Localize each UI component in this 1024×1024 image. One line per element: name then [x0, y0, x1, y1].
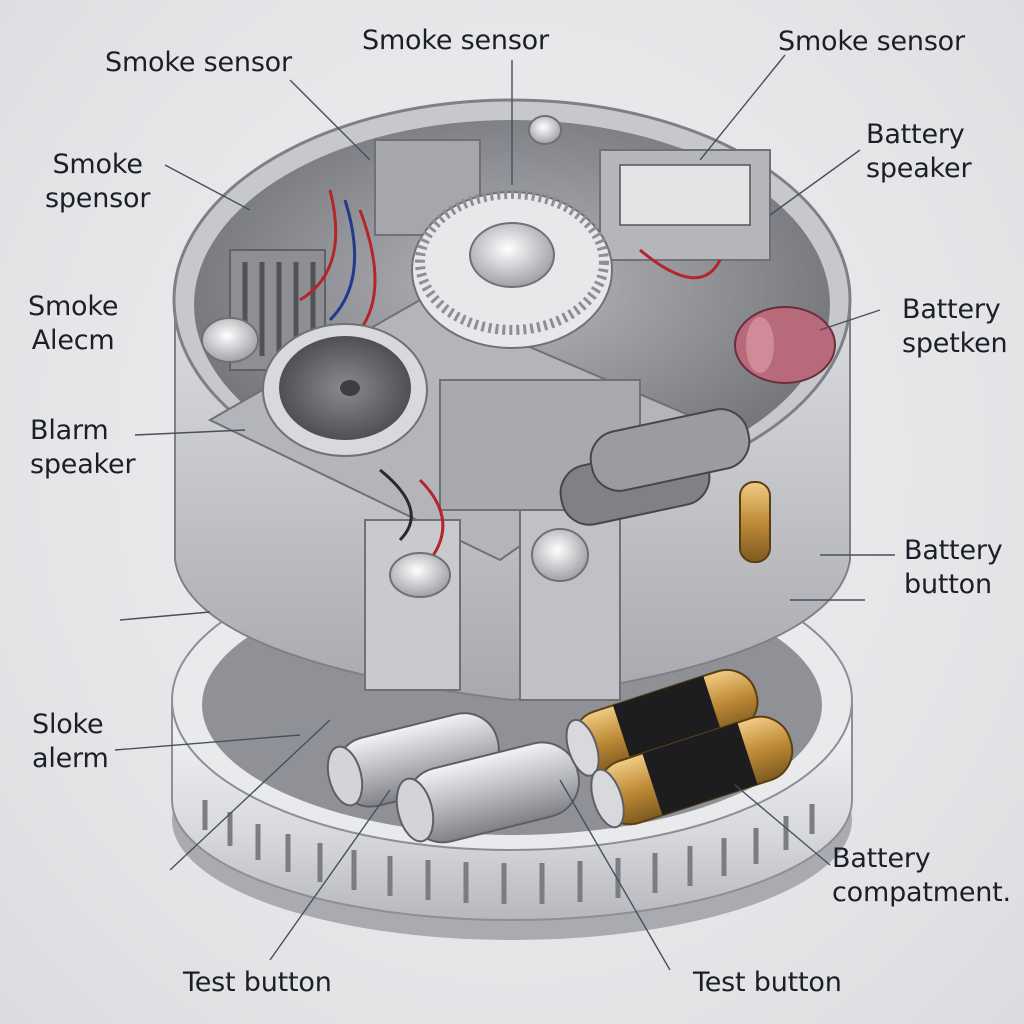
battery-silver-2	[395, 741, 580, 844]
battery-gold-2	[590, 715, 794, 829]
label-sloke-alerm: Sloke alerm	[32, 709, 109, 774]
capacitor-cylinders	[559, 408, 771, 563]
alarm-speaker	[262, 323, 428, 457]
label-battery-speaker: Battery speaker	[866, 119, 972, 184]
label-smoke-alecm: Smoke Alecm	[28, 291, 119, 356]
piezo-horn-component	[734, 306, 836, 384]
battery-compartment	[326, 668, 794, 844]
label-battery-spetken: Battery spetken	[902, 294, 1008, 359]
label-smoke-sensor-top-left: Smoke sensor	[105, 47, 292, 78]
label-smoke-sensor-top-right: Smoke sensor	[778, 26, 965, 57]
smoke-sensor-chamber	[411, 189, 613, 349]
label-test-button-left: Test button	[183, 967, 332, 998]
label-battery-compartment: Battery compatment.	[832, 843, 1011, 908]
label-test-button-right: Test button	[693, 967, 842, 998]
label-battery-button: Battery button	[904, 535, 1003, 600]
leader-lines	[114, 54, 895, 971]
label-smoke-sensor-top-center: Smoke sensor	[362, 25, 549, 56]
wiring	[299, 189, 722, 561]
label-smoke-spensor: Smoke spensor	[45, 149, 151, 214]
housing-buttons	[201, 115, 589, 598]
label-blarm-speaker: Blarm speaker	[30, 415, 136, 480]
